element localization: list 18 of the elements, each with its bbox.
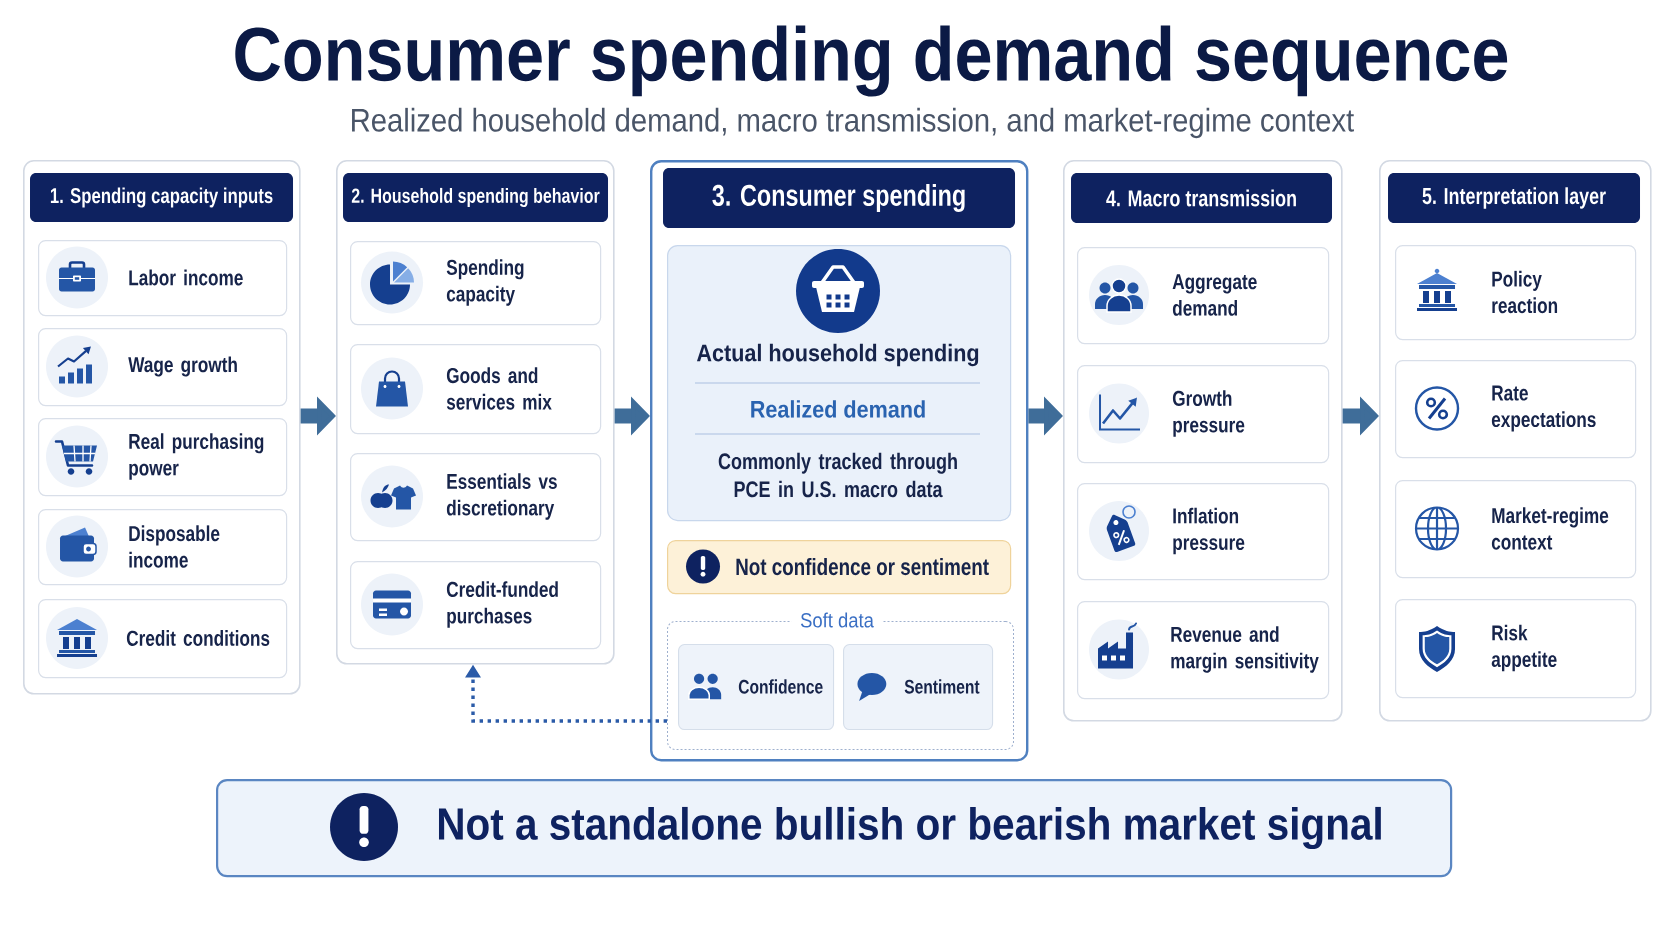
card-heading: Actual household spending xyxy=(696,343,979,367)
item-box: Confidence xyxy=(678,644,835,731)
card-subheading: Realized demand xyxy=(751,400,925,418)
header-bar: 5. Interpretation layer xyxy=(1388,173,1640,223)
item-box: Sentiment xyxy=(843,644,994,731)
title: Consumer spending demand sequence xyxy=(235,25,1508,97)
header-bar: 2. Household spending behavior xyxy=(343,173,608,222)
warning-box: Not confidence or sentiment xyxy=(667,540,1012,595)
header-bar: 4. Macro transmission xyxy=(1071,173,1332,223)
header-bar: 3. Consumer spending xyxy=(663,168,1015,228)
item-box: Rate expectations xyxy=(1395,360,1637,459)
item-box: Market-regime context xyxy=(1395,480,1637,579)
subtitle: Realized household demand, macro transmission, and market-regime context xyxy=(352,107,1354,139)
item-box: Risk appetite xyxy=(1395,599,1637,699)
header-bar: 1. Spending capacity inputs xyxy=(30,173,293,222)
item-box: Policy reaction xyxy=(1395,245,1637,341)
card-note: Commonly tracked through PCE in U.S. macro data xyxy=(718,452,957,498)
warning-banner: Not a standalone bullish or bearish market signal xyxy=(216,779,1453,878)
